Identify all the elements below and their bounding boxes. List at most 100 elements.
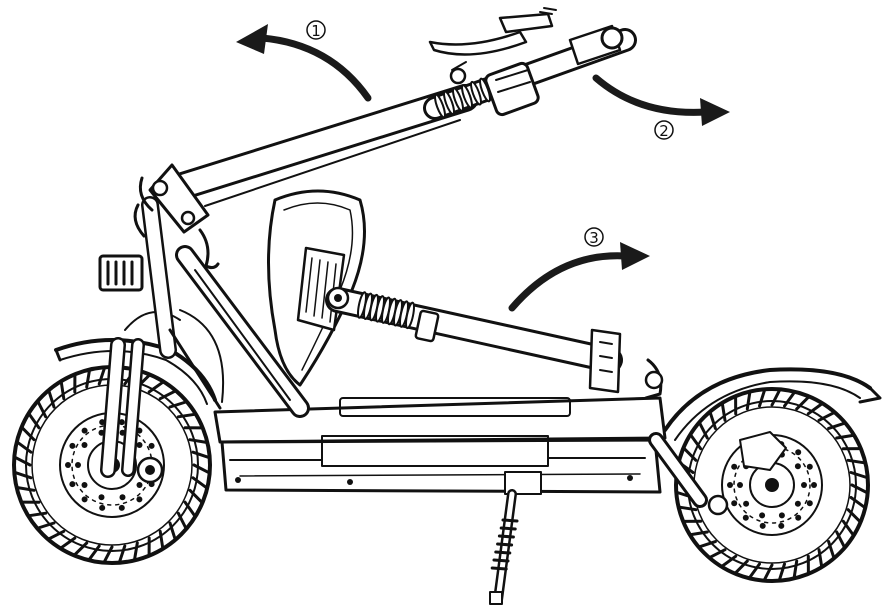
deck xyxy=(213,396,667,494)
disc-hole xyxy=(119,494,126,501)
disc-hole xyxy=(81,442,88,448)
spring-coil xyxy=(405,301,415,330)
disc-hole xyxy=(81,482,88,488)
tread-block xyxy=(720,402,727,422)
disc-hole xyxy=(69,481,76,488)
kickstand-grip xyxy=(490,518,519,571)
disc-hole xyxy=(727,482,733,488)
seat xyxy=(267,189,366,387)
disc-hole xyxy=(794,463,801,470)
grip-ring xyxy=(470,80,482,106)
tread-block xyxy=(827,540,836,559)
tread-block xyxy=(827,421,846,430)
left-grip xyxy=(434,77,491,119)
disc-hole xyxy=(118,504,125,511)
disc-hole xyxy=(811,482,817,488)
tread-block xyxy=(783,391,796,408)
tread-block xyxy=(47,529,66,541)
disc-hole xyxy=(148,442,155,449)
tread-block xyxy=(770,388,781,407)
steering-column xyxy=(133,84,479,270)
tread-block xyxy=(59,536,77,550)
tread-block xyxy=(188,438,208,444)
tread-block xyxy=(158,529,165,550)
rear-fender xyxy=(663,367,882,441)
grip-ridge xyxy=(490,566,508,571)
arrow-step-3 xyxy=(508,242,650,312)
disc-hole xyxy=(742,514,749,521)
disc-hole xyxy=(81,427,88,434)
disc-hole xyxy=(737,482,743,488)
tread-block xyxy=(835,433,855,440)
disc-hole xyxy=(136,496,143,503)
grip-ring xyxy=(452,87,464,112)
tread-block xyxy=(158,389,177,401)
disc-hole xyxy=(75,462,81,468)
step-2-label: 2 xyxy=(659,122,669,140)
tread-block xyxy=(13,471,33,480)
grip-ridge xyxy=(501,518,519,523)
tread-block xyxy=(849,471,869,479)
tread-block xyxy=(689,530,709,537)
tread-block xyxy=(758,388,766,408)
tread-block xyxy=(708,548,727,559)
tread-block xyxy=(36,521,56,530)
seat-spring xyxy=(357,291,415,330)
disc-hole xyxy=(731,500,738,507)
disc-hole xyxy=(731,463,738,470)
tread-block xyxy=(20,426,36,442)
tread-block xyxy=(849,496,866,509)
disc-hole xyxy=(806,500,813,507)
rear-wheel xyxy=(674,387,870,583)
tread-block xyxy=(168,521,177,541)
tread-block xyxy=(748,562,761,579)
disc-hole xyxy=(801,482,807,488)
tread-block xyxy=(168,400,188,409)
tread-block xyxy=(87,544,101,561)
tread-block xyxy=(678,505,698,512)
tread-block xyxy=(778,562,786,582)
grip-ridge xyxy=(494,550,512,555)
tread-block xyxy=(708,411,717,430)
disc-hole xyxy=(795,514,802,521)
disc-hole xyxy=(65,462,71,468)
tread-block xyxy=(698,540,717,549)
grip-ring xyxy=(461,84,473,109)
tread-block xyxy=(763,563,774,582)
handlebar xyxy=(423,7,637,120)
disc-hole xyxy=(794,500,801,507)
kickstand xyxy=(489,471,542,605)
disc-hole xyxy=(118,419,125,426)
tread-block xyxy=(682,447,698,462)
step-marker-3: 3 xyxy=(584,227,604,247)
tread-block xyxy=(16,440,33,454)
disc-hole xyxy=(136,442,143,448)
tread-block xyxy=(133,541,139,561)
tread-block xyxy=(183,500,197,518)
disc-hole xyxy=(759,522,766,529)
grip-ridge xyxy=(492,558,510,563)
tread-block xyxy=(102,545,114,564)
grip-ring xyxy=(434,93,446,119)
tread-block xyxy=(734,559,749,575)
arrow-step-1 xyxy=(236,24,372,102)
step-1-label: 1 xyxy=(311,22,321,40)
tread-block xyxy=(47,389,56,409)
disc-hole xyxy=(69,442,76,449)
tread-block xyxy=(745,391,752,411)
tread-block xyxy=(13,455,32,467)
tread-block xyxy=(147,380,165,394)
tread-block xyxy=(846,508,862,523)
tread-block xyxy=(192,463,211,475)
tread-block xyxy=(176,511,188,530)
front-brake-disc-holes xyxy=(65,419,159,511)
disc-hole xyxy=(778,522,785,529)
tread-block xyxy=(36,400,48,419)
grip-ridge xyxy=(499,526,517,531)
disc-hole xyxy=(778,512,785,519)
disc-hole xyxy=(806,463,813,470)
tread-block xyxy=(118,544,127,564)
disc-hole xyxy=(98,494,105,501)
seat-support-tube xyxy=(325,286,623,394)
